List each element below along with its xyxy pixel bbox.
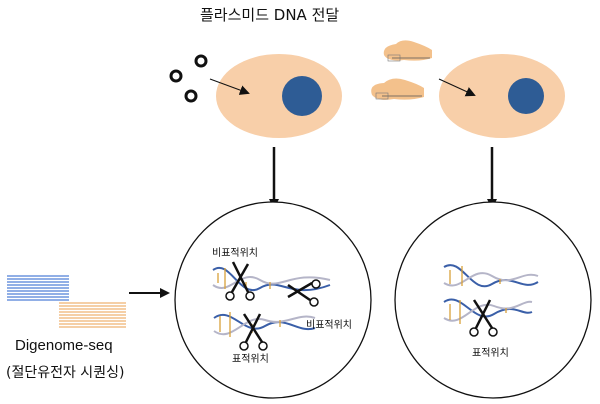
left-cell bbox=[216, 54, 342, 138]
plasmid-ring-icon bbox=[194, 54, 208, 68]
diagram-title: 플라스미드 DNA 전달 bbox=[200, 6, 340, 24]
off-target-label: 비표적위치 bbox=[306, 320, 352, 331]
on-target-label: 표적위치 bbox=[232, 354, 269, 365]
right-cell bbox=[439, 54, 565, 138]
left-genome-circle bbox=[174, 201, 372, 399]
scissors-icon bbox=[287, 279, 321, 307]
rnp-complex-icon bbox=[383, 40, 432, 62]
right-genome-circle bbox=[394, 201, 592, 399]
dna-helix-icon bbox=[443, 298, 533, 324]
on-target-label: 표적위치 bbox=[472, 348, 509, 359]
reads-stack bbox=[7, 275, 126, 328]
left-nucleus bbox=[282, 76, 322, 116]
right-delivery-arrow bbox=[438, 78, 476, 97]
scissors-icon bbox=[225, 261, 255, 301]
plasmid-ring-icon bbox=[184, 89, 198, 103]
method-description: (절단유전자 시퀀싱) bbox=[6, 365, 125, 381]
off-target-label: 비표적위치 bbox=[212, 248, 258, 259]
method-name: Digenome-seq bbox=[15, 337, 113, 354]
dna-helix-icon bbox=[213, 312, 316, 337]
left-delivery-arrow bbox=[209, 78, 250, 95]
scissors-icon bbox=[239, 313, 268, 351]
dna-helix-icon bbox=[443, 264, 539, 288]
scissors-icon bbox=[469, 299, 498, 337]
plasmid-rings bbox=[169, 54, 208, 103]
right-nucleus bbox=[508, 78, 544, 114]
plasmid-ring-icon bbox=[169, 69, 183, 83]
rnp-complex-icon bbox=[371, 78, 424, 100]
